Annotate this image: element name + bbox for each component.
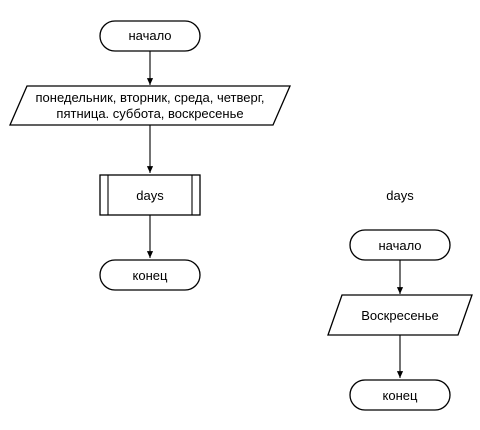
main-process-label: days [136,188,164,203]
main-end-terminator[interactable]: конец [99,259,201,291]
main-input-parallelogram[interactable]: понедельник, вторник, среда, четверг, пя… [9,85,291,126]
main-end-label: конец [133,268,168,283]
sub-input-parallelogram[interactable]: Воскресенье [327,294,473,336]
main-input-label-line2: пятница. суббота, воскресенье [56,106,243,121]
main-start-terminator[interactable]: начало [99,20,201,52]
sub-start-terminator[interactable]: начало [349,229,451,261]
subflow-title: days [386,188,414,203]
main-process-box[interactable]: days [99,174,201,216]
sub-end-terminator[interactable]: конец [349,379,451,411]
sub-end-label: конец [383,388,418,403]
main-input-label-line1: понедельник, вторник, среда, четверг, [36,90,265,105]
sub-start-label: начало [378,238,421,253]
sub-input-label: Воскресенье [361,308,438,323]
main-start-label: начало [128,28,171,43]
